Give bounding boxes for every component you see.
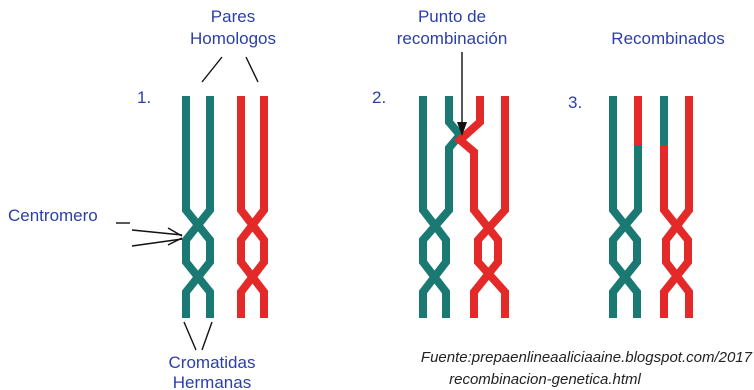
pair2-teal-chromatid-left [419, 96, 450, 318]
pair2-red-chromatid-left [453, 96, 502, 318]
pointer-cromatidas-left [183, 321, 197, 351]
source-line-1: Fuente:prepaenlineaaliciaaine.blogspot.c… [421, 349, 753, 366]
step-1-number: 1. [137, 88, 151, 107]
label-hermanas: Hermanas [173, 373, 251, 390]
chromosome-pair-1 [182, 96, 268, 318]
step-3-number: 3. [568, 93, 582, 112]
step-2-number: 2. [372, 88, 386, 107]
pair2-red-chromatid-right [474, 96, 509, 318]
label-punto-de: Punto de [418, 7, 486, 26]
pair3-teal-chromatid-right [609, 145, 642, 318]
label-pares: Pares [211, 7, 255, 26]
source-line-2: recombinacion-genetica.html [449, 371, 641, 388]
pair2-teal-chromatid-right [419, 96, 466, 318]
label-cromatidas: Cromatidas [169, 353, 256, 372]
pair3-red-chromatid-left [660, 145, 692, 318]
pair3-red-chromatid-right [662, 96, 693, 318]
pair1-teal-chromatid-right [182, 96, 214, 318]
pointer-homologos-teal [201, 56, 223, 83]
pair3-teal-chromatid-left [609, 96, 641, 318]
pair1-red-chromatid-right [237, 96, 268, 318]
label-centromero: Centromero [8, 206, 98, 225]
centromero-arrow [116, 222, 183, 247]
chromosome-pair-3 [609, 96, 693, 318]
pointer-cromatidas-right [201, 321, 213, 351]
pointer-homologos-red [245, 56, 259, 83]
chromosome-pair-2 [419, 96, 509, 318]
punto-recombinacion-arrow [457, 52, 467, 136]
label-recombinados: Recombinados [611, 29, 724, 48]
label-homologos: Homologos [190, 29, 276, 48]
label-recombinacion: recombinación [397, 29, 508, 48]
pair1-teal-chromatid-left [182, 96, 214, 318]
pair1-red-chromatid-left [237, 96, 268, 318]
